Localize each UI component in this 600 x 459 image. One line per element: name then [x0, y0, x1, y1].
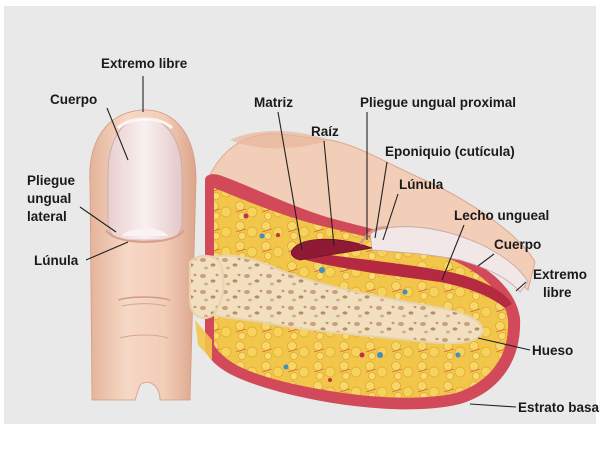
- label-lunula-right: Lúnula: [399, 177, 444, 192]
- label-extremo-right-line1: Extremo: [533, 267, 587, 282]
- label-pliegue-line1: Pliegue: [27, 173, 76, 188]
- label-cuerpo-right: Cuerpo: [494, 237, 541, 252]
- label-raiz: Raíz: [311, 124, 339, 139]
- label-lunula-left: Lúnula: [34, 253, 79, 268]
- label-extremo-libre-top: Extremo libre: [101, 56, 188, 71]
- label-hueso: Hueso: [532, 343, 573, 358]
- label-lecho-ungueal: Lecho ungueal: [454, 208, 549, 223]
- label-matriz: Matriz: [254, 95, 293, 110]
- label-eponiquio: Eponiquio (cutícula): [385, 144, 515, 159]
- label-estrato-basal: Estrato basal: [518, 400, 600, 415]
- label-pliegue-line2: ungual: [27, 191, 71, 206]
- nail-plate: [108, 118, 182, 240]
- label-pliegue-proximal: Pliegue ungual proximal: [360, 95, 516, 110]
- finger-dorsal-illustration: [90, 110, 196, 400]
- label-pliegue-line3: lateral: [27, 209, 67, 224]
- label-cuerpo-left: Cuerpo: [50, 92, 97, 107]
- label-extremo-right-line2: libre: [543, 285, 572, 300]
